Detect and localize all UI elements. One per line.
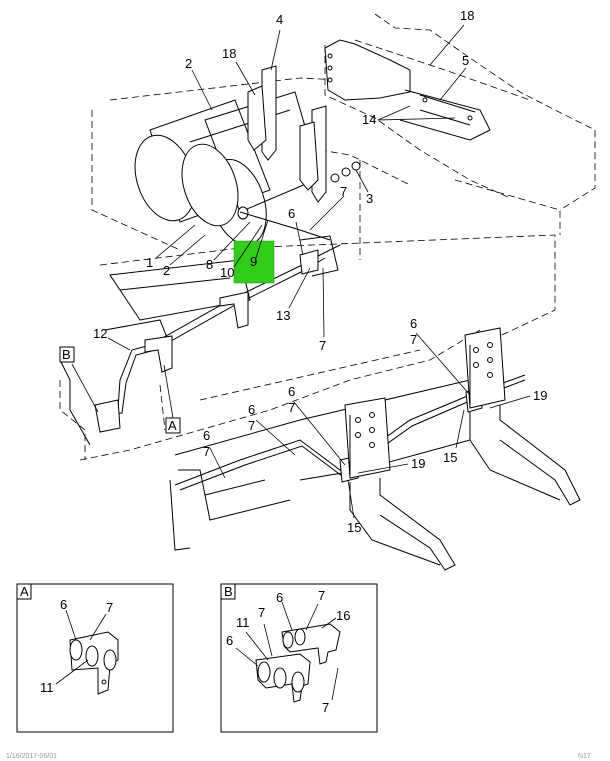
svg-text:B: B	[62, 347, 71, 362]
callout-7: 7	[319, 338, 326, 353]
svg-text:A: A	[168, 418, 177, 433]
callout-7: 7	[288, 400, 295, 415]
callout-14: 14	[362, 112, 376, 127]
detail-b-callout-7: 7	[258, 605, 265, 620]
detail-b-callout-6: 6	[276, 590, 283, 605]
callout-2: 2	[185, 56, 192, 71]
leader-lines	[71, 24, 531, 519]
upper-bracket	[324, 39, 491, 141]
callout-6: 6	[288, 206, 295, 221]
view-ref-b[interactable]: B	[59, 346, 75, 363]
callout-7: 7	[410, 332, 417, 347]
callout-7: 7	[340, 184, 347, 199]
callout-2: 2	[163, 263, 170, 278]
frame-phantom	[59, 13, 596, 461]
line-clips	[94, 249, 483, 483]
detail-b-callout-7: 7	[322, 700, 329, 715]
callout-5: 5	[462, 53, 469, 68]
callout-7: 7	[203, 444, 210, 459]
footer-sheet: N17	[578, 753, 591, 760]
spring-brackets	[344, 327, 581, 571]
callout-15: 15	[347, 520, 361, 535]
callout-18: 18	[460, 8, 474, 23]
callout-19: 19	[533, 388, 547, 403]
svg-text:B: B	[224, 584, 233, 599]
callout-6: 6	[248, 402, 255, 417]
callout-19: 19	[411, 456, 425, 471]
callout-9: 9	[250, 254, 257, 269]
callout-6: 6	[203, 428, 210, 443]
frame-rail	[59, 259, 501, 551]
callout-6: 6	[410, 316, 417, 331]
detail-b: B 6 7 16 11 7 6 7	[220, 583, 378, 733]
footer-code: 1/16/2017-06/01	[6, 753, 57, 760]
callout-1: 1	[146, 255, 153, 270]
callout-6: 6	[288, 384, 295, 399]
callout-10: 10	[220, 265, 234, 280]
callout-13: 13	[276, 308, 290, 323]
detail-b-callout-6: 6	[226, 633, 233, 648]
svg-text:A: A	[20, 584, 29, 599]
callout-3: 3	[366, 191, 373, 206]
callouts: 18 4 2 18 5 14 3 7 6 1 2 8 10 9 13 7 12 …	[93, 8, 547, 535]
tank-straps	[239, 65, 361, 241]
callout-7: 7	[248, 418, 255, 433]
detail-a-callout-11: 11	[40, 680, 54, 695]
view-ref-a[interactable]: A	[165, 417, 181, 434]
air-tanks	[134, 91, 321, 246]
detail-b-callout-11: 11	[236, 615, 250, 630]
detail-a: A 6 7 11	[16, 583, 174, 733]
detail-b-callout-16: 16	[336, 608, 350, 623]
detail-a-callout-6: 6	[60, 597, 67, 612]
detail-b-callout-7: 7	[318, 588, 325, 603]
callout-12: 12	[93, 326, 107, 341]
detail-a-callout-7: 7	[106, 600, 113, 615]
callout-4: 4	[276, 12, 283, 27]
callout-18: 18	[222, 46, 236, 61]
highlight-item-9[interactable]	[233, 240, 275, 284]
callout-15: 15	[443, 450, 457, 465]
callout-8: 8	[206, 257, 213, 272]
